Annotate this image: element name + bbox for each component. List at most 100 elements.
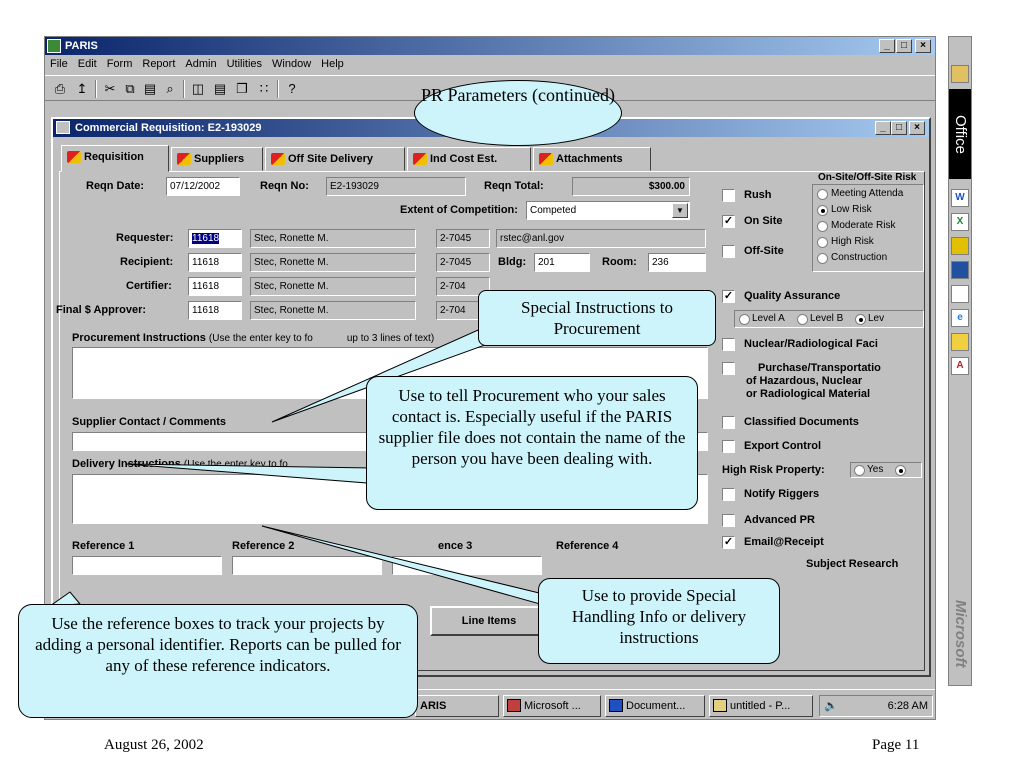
office-menu-icon[interactable] bbox=[951, 65, 969, 83]
find-shortcut-icon[interactable] bbox=[951, 285, 969, 303]
notify-label: Notify Riggers bbox=[744, 488, 820, 500]
certifier-id-field[interactable]: 11618 bbox=[188, 277, 242, 296]
on-site-label: On Site bbox=[744, 215, 783, 227]
sticky-shortcut-icon[interactable] bbox=[951, 333, 969, 351]
tab-off-site-delivery[interactable]: Off Site Delivery bbox=[265, 147, 405, 171]
reqn-date-label: Reqn Date: bbox=[86, 180, 145, 192]
copy-icon[interactable]: ⧉ bbox=[125, 81, 135, 96]
reqn-no-label: Reqn No: bbox=[260, 180, 309, 192]
export-checkbox[interactable] bbox=[722, 440, 735, 453]
child-close-button[interactable]: × bbox=[909, 121, 925, 135]
excel-shortcut-icon[interactable]: X bbox=[951, 213, 969, 231]
word-shortcut-icon[interactable]: W bbox=[951, 189, 969, 207]
restore-button[interactable]: □ bbox=[896, 39, 912, 53]
risk-option-label: Moderate Risk bbox=[831, 220, 896, 231]
callout-reference: Use the reference boxes to track your pr… bbox=[18, 604, 418, 718]
requester-name: Stec, Ronette M. bbox=[250, 229, 416, 248]
menu-help[interactable]: Help bbox=[321, 58, 344, 70]
line-items-button[interactable]: Line Items bbox=[430, 606, 548, 636]
outlook-shortcut-icon[interactable] bbox=[951, 237, 969, 255]
menu-form[interactable]: Form bbox=[106, 58, 133, 70]
menu-window[interactable]: Window bbox=[272, 58, 312, 70]
chevron-down-icon[interactable]: ▼ bbox=[672, 203, 688, 218]
menu-utilities[interactable]: Utilities bbox=[226, 58, 263, 70]
form-icon bbox=[56, 121, 70, 134]
help-icon[interactable]: ? bbox=[288, 81, 296, 96]
requester-id-field[interactable]: 11618 bbox=[188, 229, 242, 248]
callout-handling: Use to provide Special Handling Info or … bbox=[538, 578, 780, 664]
powerpoint-icon bbox=[507, 699, 521, 712]
menu-edit[interactable]: Edit bbox=[77, 58, 97, 70]
classified-label: Classified Documents bbox=[744, 416, 859, 428]
attachment-icon bbox=[539, 153, 553, 165]
arrange-icons-icon[interactable]: ∷ bbox=[259, 81, 269, 96]
nuclear-checkbox[interactable] bbox=[722, 338, 735, 351]
email-receipt-checkbox[interactable]: ✓ bbox=[722, 536, 735, 549]
extent-select[interactable]: Competed bbox=[526, 201, 690, 220]
insert-icon[interactable]: ↥ bbox=[76, 81, 88, 96]
rush-checkbox[interactable] bbox=[722, 189, 735, 202]
callout-pr-parameters: PR Parameters (continued) bbox=[414, 80, 622, 146]
risk-radio-construction[interactable] bbox=[817, 253, 828, 264]
tile-vertical-icon[interactable]: ◫ bbox=[191, 81, 205, 96]
qa-radio-b[interactable] bbox=[797, 314, 808, 325]
qa-radio-c[interactable] bbox=[855, 314, 866, 325]
risk-radio-high[interactable] bbox=[817, 237, 828, 248]
off-site-checkbox[interactable] bbox=[722, 245, 735, 258]
advanced-pr-checkbox[interactable] bbox=[722, 514, 735, 527]
qa-checkbox[interactable]: ✓ bbox=[722, 290, 735, 303]
speaker-icon[interactable]: 🔈 bbox=[824, 700, 838, 712]
task-paris[interactable]: ARIS bbox=[415, 695, 499, 717]
ie-shortcut-icon[interactable]: e bbox=[951, 309, 969, 327]
task-untitled[interactable]: untitled - P... bbox=[709, 695, 813, 717]
app-title: PARIS bbox=[65, 40, 98, 52]
final-approver-id-field[interactable]: 11618 bbox=[188, 301, 242, 320]
cut-icon[interactable]: ✂ bbox=[104, 81, 116, 96]
recipient-id-field[interactable]: 11618 bbox=[188, 253, 242, 272]
bldg-field[interactable]: 201 bbox=[534, 253, 590, 272]
reference-1-field[interactable] bbox=[72, 556, 222, 575]
minimize-button[interactable]: _ bbox=[879, 39, 895, 53]
reqn-total-label: Reqn Total: bbox=[484, 180, 544, 192]
menu-file[interactable]: File bbox=[50, 58, 68, 70]
child-maximize-button[interactable]: □ bbox=[891, 121, 907, 135]
notify-checkbox[interactable] bbox=[722, 488, 735, 501]
tile-horizontal-icon[interactable]: ▤ bbox=[213, 81, 227, 96]
tab-flag-icon bbox=[177, 153, 191, 165]
tab-suppliers[interactable]: Suppliers bbox=[171, 147, 263, 171]
paste-icon[interactable]: ▤ bbox=[143, 81, 157, 96]
tab-ind-cost-est[interactable]: Ind Cost Est. bbox=[407, 147, 531, 171]
task-microsoft[interactable]: Microsoft ... bbox=[503, 695, 601, 717]
close-button[interactable]: × bbox=[915, 39, 931, 53]
classified-checkbox[interactable] bbox=[722, 416, 735, 429]
reference-3-field[interactable] bbox=[392, 556, 542, 575]
child-minimize-button[interactable]: _ bbox=[875, 121, 891, 135]
room-field[interactable]: 236 bbox=[648, 253, 706, 272]
menu-report[interactable]: Report bbox=[142, 58, 176, 70]
cascade-icon[interactable]: ❐ bbox=[236, 81, 248, 96]
qa-radio-a[interactable] bbox=[739, 314, 750, 325]
purchase-hazardous-checkbox[interactable] bbox=[722, 362, 735, 375]
on-site-checkbox[interactable]: ✓ bbox=[722, 215, 735, 228]
find-icon[interactable]: ⌕ bbox=[166, 81, 174, 96]
risk-radio-meeting[interactable] bbox=[817, 189, 828, 200]
desktop-shortcut-icon[interactable] bbox=[951, 261, 969, 279]
reqn-date-field[interactable]: 07/12/2002 bbox=[166, 177, 240, 196]
recipient-name: Stec, Ronette M. bbox=[250, 253, 416, 272]
toolbar-separator bbox=[95, 80, 97, 98]
delivery-label: Delivery Instructions (Use the enter key… bbox=[72, 458, 288, 470]
acrobat-shortcut-icon[interactable]: A bbox=[951, 357, 969, 375]
menu-admin[interactable]: Admin bbox=[185, 58, 217, 70]
task-document[interactable]: Document... bbox=[605, 695, 705, 717]
callout-special-instructions: Special Instructions to Procurement bbox=[478, 290, 716, 346]
risk-radio-moderate[interactable] bbox=[817, 221, 828, 232]
high-risk-yes-radio[interactable] bbox=[854, 465, 865, 476]
tab-attachments[interactable]: Attachments bbox=[533, 147, 651, 171]
risk-radio-low[interactable] bbox=[817, 205, 828, 216]
high-risk-no-radio[interactable] bbox=[895, 465, 906, 476]
print-icon[interactable]: ⎙ bbox=[54, 81, 66, 96]
risk-title: On-Site/Off-Site Risk bbox=[818, 172, 917, 183]
proc-instr-label: Procurement Instructions (Use the enter … bbox=[72, 332, 435, 344]
tab-requisition[interactable]: Requisition bbox=[61, 145, 169, 172]
reference-2-field[interactable] bbox=[232, 556, 382, 575]
